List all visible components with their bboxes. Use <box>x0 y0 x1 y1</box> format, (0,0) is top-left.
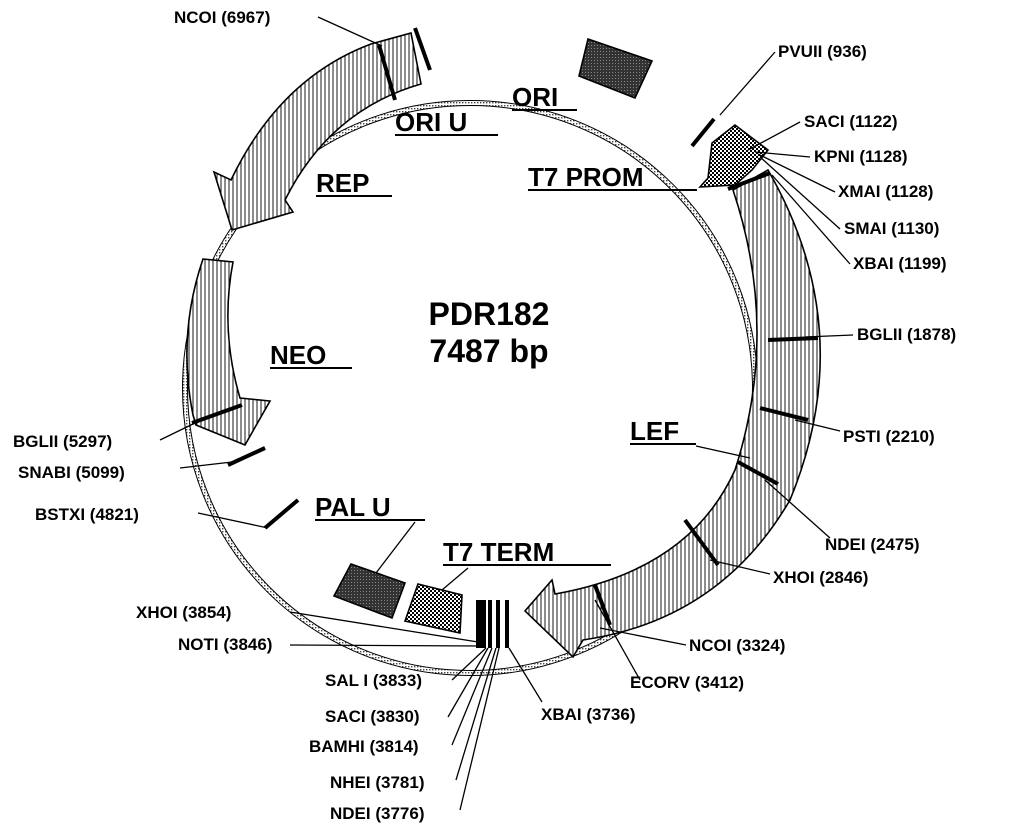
leader-xhoi-3854 <box>289 611 479 643</box>
site-saci-1122: SACI (1122) <box>804 112 898 131</box>
snabi-5099-tick <box>227 446 266 467</box>
psti-2210-tick <box>759 406 809 422</box>
leader-ncoi-3324 <box>599 627 687 646</box>
leader-pvuii-936 <box>719 51 776 116</box>
xhoi-2846-tick <box>683 518 720 567</box>
leader-xbai-1199 <box>771 174 851 265</box>
leader-saci-3830 <box>447 647 489 718</box>
bstxi-4821-tick <box>263 498 300 530</box>
leader-lef <box>695 445 751 459</box>
site-ecorv-3412: ECORV (3412) <box>630 673 744 692</box>
site-xbai-1199: XBAI (1199) <box>853 254 947 273</box>
ori-label: ORI <box>512 82 558 112</box>
rep-label: REP <box>316 168 369 198</box>
leader-xbai-3736 <box>508 647 543 703</box>
site-sali-3833: SAL I (3833) <box>325 671 422 690</box>
site-ncoi-6967: NCOI (6967) <box>174 8 270 27</box>
pal-u-box <box>332 563 407 620</box>
leader-ncoi-6967 <box>317 16 383 47</box>
ncoi-6967-tick-2 <box>413 27 432 71</box>
leader-bglii-5297 <box>159 422 196 441</box>
pal-u-label: PAL U <box>315 492 391 522</box>
leader-ndei-2475 <box>764 479 831 539</box>
neo-arrow <box>186 258 272 447</box>
site-ndei-2475: NDEI (2475) <box>825 535 919 554</box>
site-snabi-5099: SNABI (5099) <box>18 463 125 482</box>
leader-noti-3846 <box>289 644 483 647</box>
rep-arrow <box>212 32 422 231</box>
leader-xhoi-2846 <box>709 559 771 575</box>
t7-term-box <box>403 583 463 634</box>
xbai-1199-tick <box>727 171 771 191</box>
lef-arrow <box>523 168 822 659</box>
site-noti-3846: NOTI (3846) <box>178 635 272 654</box>
site-saci-3830: SACI (3830) <box>325 707 419 726</box>
leader-psti-2210 <box>794 419 841 432</box>
lef-label: LEF <box>630 416 679 446</box>
site-ndei-3776: NDEI (3776) <box>330 804 424 823</box>
site-smai-1130: SMAI (1130) <box>844 219 939 238</box>
bglii-1878-tick <box>767 336 819 342</box>
plasmid-name: PDR182 <box>429 296 550 332</box>
mcs-block <box>476 600 486 648</box>
leader-ndei-3776 <box>459 647 500 811</box>
site-kpni-1128: KPNI (1128) <box>814 147 908 166</box>
bglii-5297-tick <box>191 403 243 425</box>
neo-label: NEO <box>270 340 326 370</box>
site-bstxi-4821: BSTXI (4821) <box>35 505 139 524</box>
site-xhoi-2846: XHOI (2846) <box>773 568 868 587</box>
site-xmai-1128: XMAI (1128) <box>838 182 933 201</box>
leader-bglii-1878 <box>804 334 854 338</box>
leader-xmai-1128 <box>757 153 836 193</box>
leader-snabi-5099 <box>179 461 233 469</box>
leader-t7-term <box>441 567 469 591</box>
site-psti-2210: PSTI (2210) <box>843 427 935 446</box>
ndei-2475-tick <box>737 460 779 486</box>
site-xbai-3736: XBAI (3736) <box>541 705 635 724</box>
leader-bstxi-4821 <box>197 512 269 529</box>
site-pvuii-936: PVUII (936) <box>778 42 867 61</box>
t7-term-label: T7 TERM <box>443 537 554 567</box>
leader-pal-u <box>375 521 416 574</box>
ori-box <box>578 37 654 100</box>
leader-nhei-3781 <box>455 647 497 781</box>
leader-smai-1130 <box>759 156 841 230</box>
leader-sali-3833 <box>451 647 487 681</box>
site-ncoi-3324: NCOI (3324) <box>689 636 785 655</box>
ncoi-6967-tick <box>377 44 397 101</box>
leader-saci-1122 <box>747 121 801 151</box>
plasmid-size: 7487 bp <box>429 333 548 369</box>
site-bamhi-3814: BAMHI (3814) <box>309 737 419 756</box>
pvuii-936-tick <box>690 117 716 148</box>
site-nhei-3781: NHEI (3781) <box>330 773 424 792</box>
t7-prom-label: T7 PROM <box>528 162 644 192</box>
site-xhoi-3854: XHOI (3854) <box>136 603 231 622</box>
site-bglii-1878: BGLII (1878) <box>857 325 956 344</box>
site-bglii-5297: BGLII (5297) <box>13 432 112 451</box>
leader-bamhi-3814 <box>451 647 493 746</box>
leader-kpni-1128 <box>754 151 811 158</box>
ecorv-3412-tick <box>593 584 612 626</box>
ori-u-label: ORI U <box>395 107 467 137</box>
leader-ecorv-3412 <box>594 599 641 681</box>
